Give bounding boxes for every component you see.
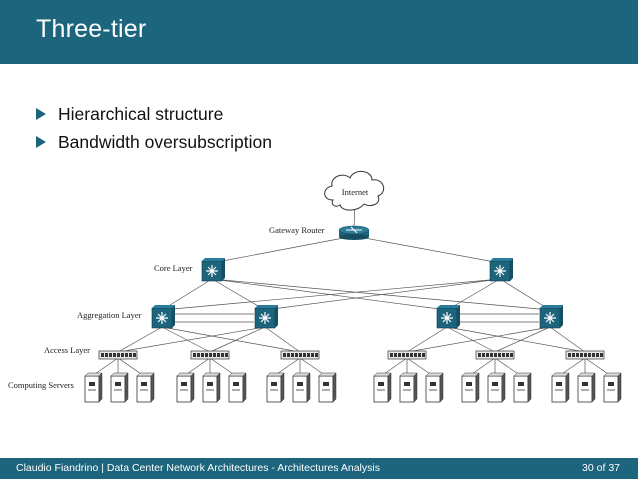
aggregation-access-link [161,326,211,353]
aggregation-switch-icon [151,305,175,329]
core-aggregation-link [161,278,501,311]
aggregation-access-link [494,326,551,353]
aggregation-switch-icon [254,305,278,329]
core-switch-icon [489,258,513,282]
router-core-link [211,235,355,264]
gateway-router-icon [338,225,370,240]
core-layer-label: Core Layer [154,263,193,273]
bullet-text: Hierarchical structure [58,104,224,124]
internet-label: Internet [342,187,369,197]
server-icon [228,372,247,403]
aggregation-access-link [446,326,586,353]
core-aggregation-link [499,278,551,311]
page-number: 30 of 37 [582,462,620,474]
slide-footer: Claudio Fiandrino | Data Center Network … [0,458,638,479]
access-switch-icon [98,350,138,360]
server-icon [461,372,480,403]
footer-text: Claudio Fiandrino | Data Center Network … [16,462,380,474]
access-switch-icon [280,350,320,360]
slide-title: Three-tier [36,15,147,43]
aggregation-access-link [161,326,301,353]
server-icon [84,372,103,403]
access-switch-icon [387,350,427,360]
server-icon [603,372,622,403]
core-aggregation-link [264,278,501,311]
aggregation-access-link [446,326,496,353]
aggregation-switch-icon [436,305,460,329]
server-icon [577,372,596,403]
bullet-text: Bandwidth oversubscription [58,132,273,152]
server-icon [487,372,506,403]
network-nodes: Internet [84,171,622,403]
bullet-arrow-icon [36,108,46,120]
server-icon [513,372,532,403]
aggregation-access-link [117,326,163,353]
access-switch-icon [475,350,515,360]
server-icon [266,372,285,403]
aggregation-access-link [264,326,301,353]
server-icon [425,372,444,403]
aggregation-switch-icon [539,305,563,329]
core-aggregation-link [446,278,501,311]
core-aggregation-link [161,278,213,311]
server-icon [399,372,418,403]
server-icon [136,372,155,403]
server-icon [318,372,337,403]
computing-servers-label: Computing Servers [8,380,74,390]
aggregation-access-link [209,326,266,353]
access-switch-icon [190,350,230,360]
core-switch-icon [201,258,225,282]
server-icon [292,372,311,403]
aggregation-access-link [406,326,551,353]
server-icon [551,372,570,403]
slide-header: Three-tier [0,0,638,64]
server-icon [110,372,129,403]
aggregation-layer-label: Aggregation Layer [77,310,142,320]
aggregation-access-link [549,326,586,353]
core-aggregation-link [211,278,266,311]
bullet-arrow-icon [36,136,46,148]
aggregation-access-link [117,326,266,353]
router-core-link [353,235,501,264]
server-icon [202,372,221,403]
server-icon [373,372,392,403]
internet-cloud: Internet [324,171,385,211]
aggregation-access-link [406,326,448,353]
access-switch-icon [565,350,605,360]
gateway-router-label: Gateway Router [269,225,325,235]
access-layer-label: Access Layer [44,345,90,355]
server-icon [176,372,195,403]
